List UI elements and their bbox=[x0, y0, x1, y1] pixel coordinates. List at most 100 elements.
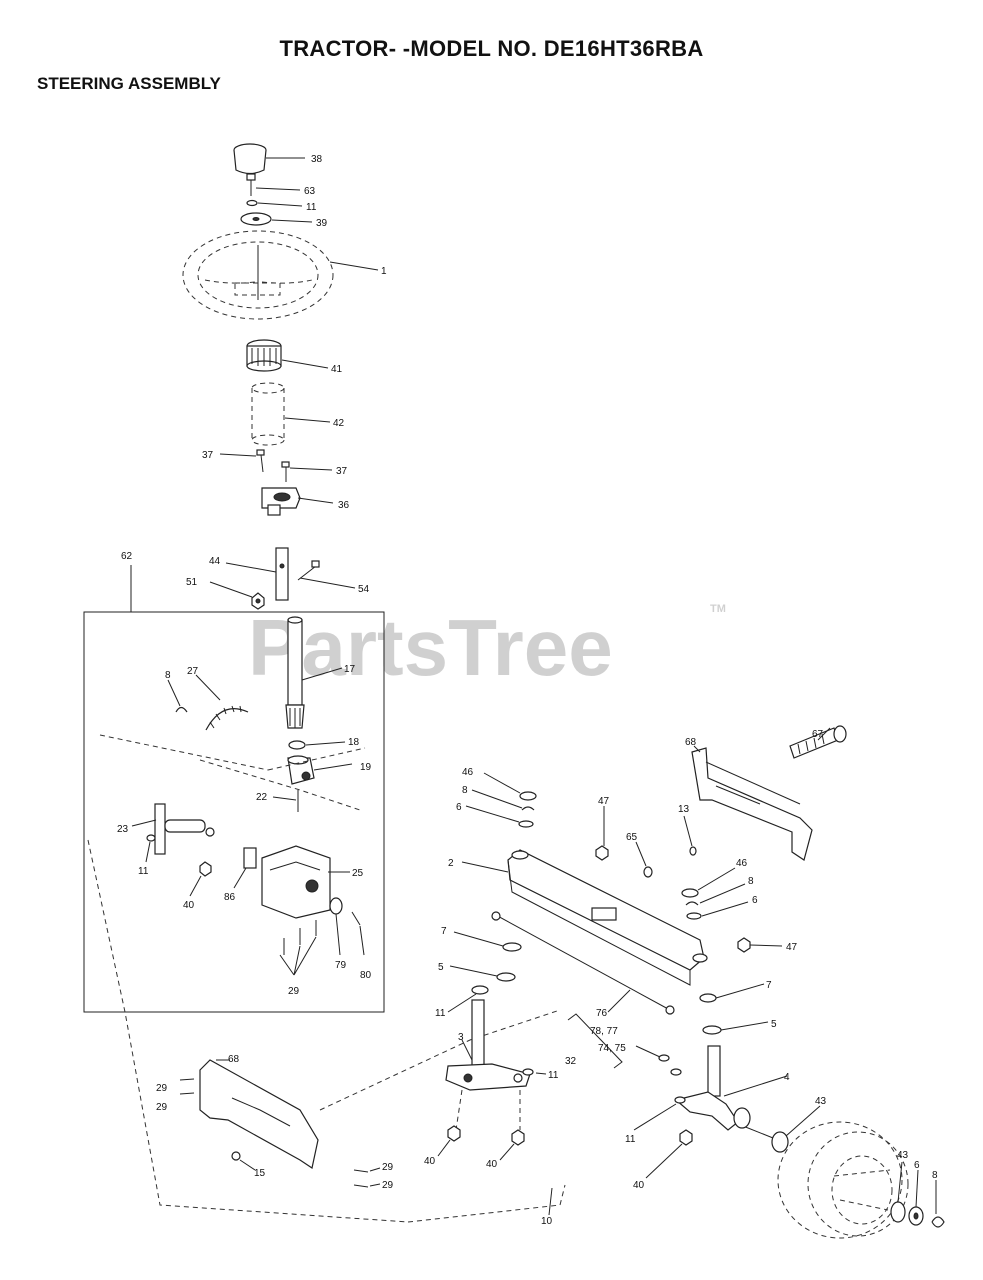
leader-42 bbox=[284, 417, 331, 423]
callout-2: 2 bbox=[448, 858, 454, 869]
washer-6-top bbox=[518, 820, 534, 828]
callout-18: 18 bbox=[348, 737, 360, 748]
callout-15: 15 bbox=[254, 1168, 266, 1179]
leader-65 bbox=[635, 841, 647, 867]
leader-5-right bbox=[720, 1021, 769, 1031]
spline-adapter-41 bbox=[246, 339, 282, 372]
leader-4 bbox=[723, 1075, 788, 1097]
callout-6-top: 6 bbox=[456, 802, 462, 813]
lockwasher-11-left bbox=[471, 985, 489, 995]
callout-25: 25 bbox=[352, 868, 364, 879]
washer-43-inner bbox=[771, 1131, 789, 1153]
leader-54 bbox=[299, 577, 356, 589]
page-title: TRACTOR- -MODEL NO. DE16HT36RBA bbox=[279, 36, 704, 61]
washer-6-outer bbox=[908, 1206, 924, 1226]
frame-outline-left bbox=[87, 839, 409, 1223]
leader-76 bbox=[607, 989, 631, 1013]
leader-7-left bbox=[453, 931, 504, 947]
clip-8-inset bbox=[175, 706, 188, 713]
lockwasher-11-right bbox=[674, 1096, 686, 1104]
sector-gear-27 bbox=[205, 705, 249, 731]
callout-3: 3 bbox=[458, 1032, 464, 1043]
clip-8-top bbox=[521, 806, 535, 811]
bolt-54 bbox=[297, 560, 320, 581]
leader-37-left bbox=[219, 453, 257, 457]
bolt-37-left bbox=[256, 449, 265, 473]
leader-74-78 bbox=[635, 1045, 661, 1058]
callout-29-inset: 29 bbox=[288, 986, 300, 997]
callout-11-right: 11 bbox=[625, 1134, 636, 1145]
callout-47-top: 47 bbox=[598, 796, 610, 807]
leader-43-inner bbox=[785, 1105, 821, 1137]
washer-43-outer bbox=[890, 1201, 906, 1223]
leader-7-right bbox=[715, 983, 765, 999]
callout-1: 1 bbox=[381, 266, 387, 277]
inset-guide-lines bbox=[99, 734, 366, 811]
callout-11-spindle: 11 bbox=[548, 1070, 559, 1081]
leader-6-top bbox=[465, 805, 520, 823]
tie-rod-76 bbox=[491, 911, 675, 1015]
lockwasher-11-top bbox=[246, 199, 258, 207]
bolt-63 bbox=[246, 173, 256, 196]
leader-23 bbox=[131, 819, 157, 827]
callout-5-right: 5 bbox=[771, 1019, 777, 1030]
leader-11-left bbox=[447, 993, 477, 1013]
washer-39 bbox=[240, 212, 272, 226]
bolts-29-bottom bbox=[353, 1169, 369, 1188]
washer-5-right bbox=[702, 1025, 722, 1035]
bracket-36 bbox=[261, 487, 301, 516]
callout-63: 63 bbox=[304, 186, 316, 197]
callout-41: 41 bbox=[331, 364, 343, 375]
callout-43-inner: 43 bbox=[815, 1096, 827, 1107]
leader-6-right bbox=[701, 901, 749, 917]
leader-22 bbox=[272, 796, 297, 801]
leader-67 bbox=[817, 727, 831, 741]
nut-40-mid bbox=[511, 1129, 525, 1146]
callout-39: 39 bbox=[316, 218, 328, 229]
spindle-3 bbox=[445, 999, 531, 1091]
bracket-68-left bbox=[199, 1059, 319, 1169]
leader-43-outer bbox=[897, 1161, 903, 1203]
lockwasher-11-inset bbox=[146, 834, 156, 842]
bracket-68-right bbox=[691, 747, 813, 861]
callout-37-right: 37 bbox=[336, 466, 348, 477]
leader-8-inset bbox=[167, 679, 181, 707]
callout-labels: 38 63 11 39 1 41 42 37 37 36 62 44 51 54… bbox=[117, 154, 938, 1227]
callout-44: 44 bbox=[209, 556, 221, 567]
watermark-tm: TM bbox=[710, 603, 726, 615]
callout-51: 51 bbox=[186, 577, 198, 588]
steering-wheel-1 bbox=[182, 230, 334, 320]
bolt-80 bbox=[351, 911, 361, 926]
callout-40-left: 40 bbox=[424, 1156, 436, 1167]
cap-46-top bbox=[519, 791, 537, 801]
callout-67: 67 bbox=[812, 729, 824, 740]
callout-47-right: 47 bbox=[786, 942, 798, 953]
leader-15 bbox=[239, 1159, 256, 1171]
callout-65: 65 bbox=[626, 832, 638, 843]
callout-11: 11 bbox=[306, 202, 317, 213]
watermark: PartsTree TM bbox=[248, 603, 726, 692]
bolt-37-right bbox=[281, 461, 290, 482]
callout-54: 54 bbox=[358, 584, 370, 595]
callout-40-mid: 40 bbox=[486, 1159, 498, 1170]
steering-cap-38 bbox=[233, 143, 267, 175]
leader-2 bbox=[461, 861, 509, 873]
washer-7-left bbox=[502, 942, 522, 952]
spindle-axis-left bbox=[455, 1089, 463, 1131]
callout-74-75: 74, 75 bbox=[598, 1043, 626, 1054]
leader-79 bbox=[335, 913, 341, 956]
lockwasher-11-spindle bbox=[522, 1068, 534, 1076]
leader-29-bottom-b bbox=[369, 1183, 381, 1187]
callout-78-77: 78, 77 bbox=[590, 1026, 618, 1037]
leader-29-bottom-a bbox=[369, 1167, 381, 1172]
bracket-78-74 bbox=[567, 1013, 623, 1069]
leader-19 bbox=[313, 763, 353, 771]
leader-8-top bbox=[471, 789, 523, 809]
washer-79 bbox=[329, 897, 343, 915]
callout-8-inset: 8 bbox=[165, 670, 171, 681]
part-13 bbox=[689, 846, 697, 856]
leader-44 bbox=[225, 562, 277, 573]
leader-36 bbox=[297, 497, 334, 504]
callout-40-inset: 40 bbox=[183, 900, 195, 911]
